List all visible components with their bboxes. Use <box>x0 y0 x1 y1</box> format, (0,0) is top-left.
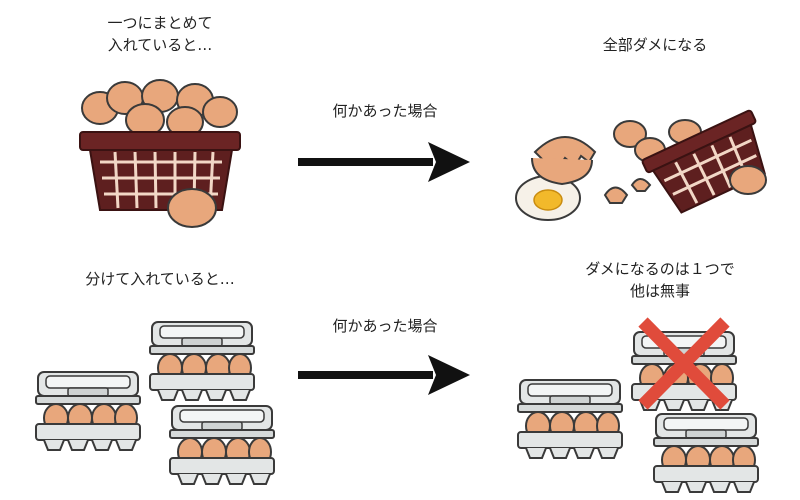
egg-carton-icon <box>35 371 141 451</box>
egg-carton-icon <box>169 405 275 485</box>
egg-basket-icon <box>79 79 241 228</box>
caption-basket-together: 一つにまとめて 入れていると… <box>60 12 260 56</box>
egg-carton-icon <box>149 321 255 401</box>
caption-line-2: 他は無事 <box>629 282 690 300</box>
caption-line-2: 入れていると… <box>107 36 213 54</box>
egg-carton-icon <box>517 379 623 459</box>
arrow-right-icon <box>298 142 470 182</box>
caption-line-1: 一つにまとめて <box>107 14 213 32</box>
caption-only-one-ruined: ダメになるのは１つで 他は無事 <box>545 258 775 302</box>
caption-all-ruined: 全部ダメになる <box>602 36 708 54</box>
egg-carton-icon <box>653 413 759 493</box>
caption-line-1: ダメになるのは１つで <box>585 260 735 278</box>
caption-if-something-happens-top: 何かあった場合 <box>332 102 438 120</box>
caption-if-something-happens-bottom: 何かあった場合 <box>332 317 438 335</box>
arrow-right-icon <box>298 355 470 395</box>
cross-mark-icon <box>638 317 730 410</box>
broken-eggs-icon <box>515 109 767 221</box>
caption-split-up: 分けて入れていると… <box>85 270 235 288</box>
